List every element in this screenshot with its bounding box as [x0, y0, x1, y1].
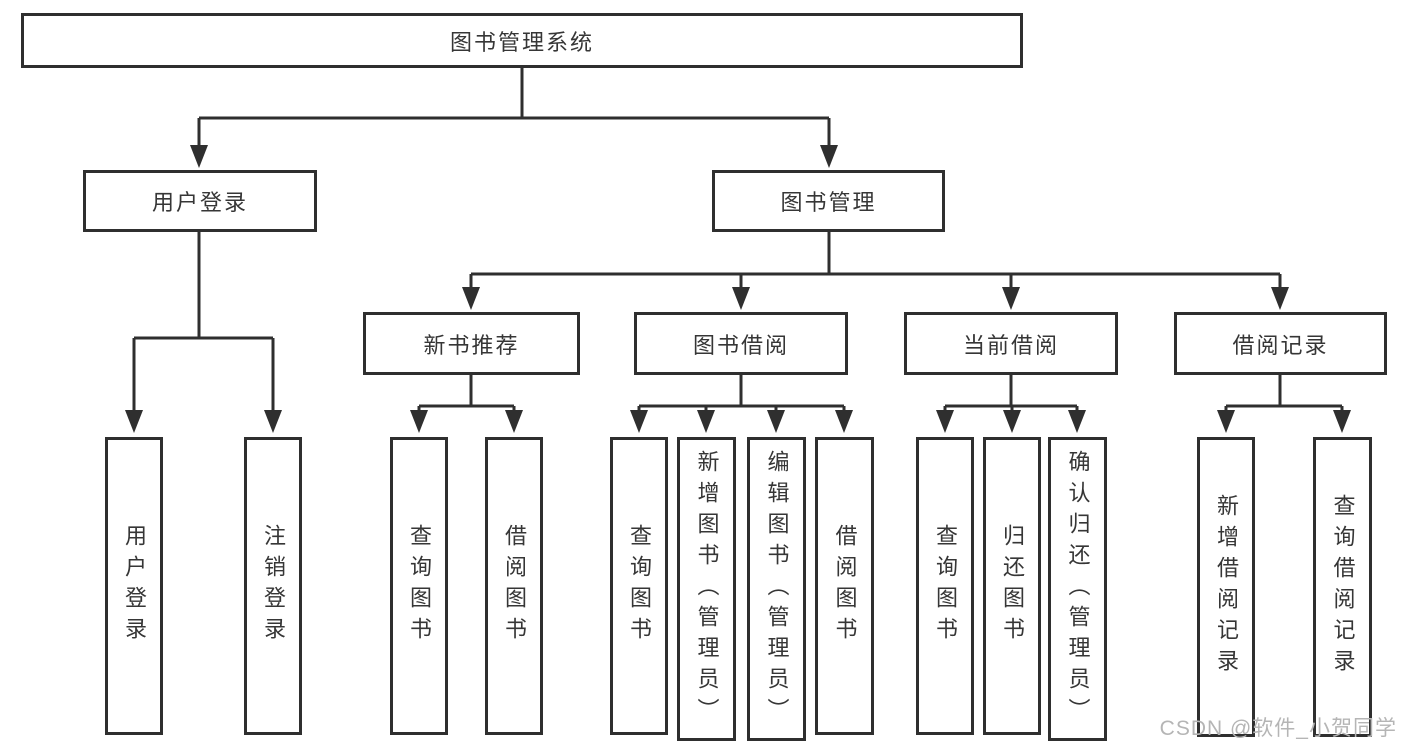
csdn-watermark: CSDN @软件_小贺同学 [1159, 717, 1397, 740]
leaf-edit-book-admin: 编辑图书（管理员） [747, 437, 806, 741]
leaf-query-books-recommend: 查询图书 [390, 437, 448, 735]
node-new-book-recommend: 新书推荐 [363, 312, 580, 375]
node-book-management: 图书管理 [712, 170, 945, 232]
leaf-confirm-return-admin: 确认归还（管理员） [1048, 437, 1107, 741]
leaf-borrow-books-borrowing: 借阅图书 [815, 437, 874, 735]
leaf-add-book-admin: 新增图书（管理员） [677, 437, 736, 741]
node-current-borrowing: 当前借阅 [904, 312, 1118, 375]
node-book-borrowing: 图书借阅 [634, 312, 848, 375]
leaf-query-books-borrowing: 查询图书 [610, 437, 668, 735]
node-borrowing-records: 借阅记录 [1174, 312, 1387, 375]
leaf-query-books-current: 查询图书 [916, 437, 974, 735]
leaf-user-login: 用户登录 [105, 437, 163, 735]
leaf-query-borrow-record: 查询借阅记录 [1313, 437, 1372, 737]
leaf-add-borrow-record: 新增借阅记录 [1197, 437, 1255, 737]
leaf-logout: 注销登录 [244, 437, 302, 735]
node-root-system: 图书管理系统 [21, 13, 1023, 68]
node-user-login: 用户登录 [83, 170, 317, 232]
leaf-return-books: 归还图书 [983, 437, 1041, 735]
leaf-borrow-books-recommend: 借阅图书 [485, 437, 543, 735]
